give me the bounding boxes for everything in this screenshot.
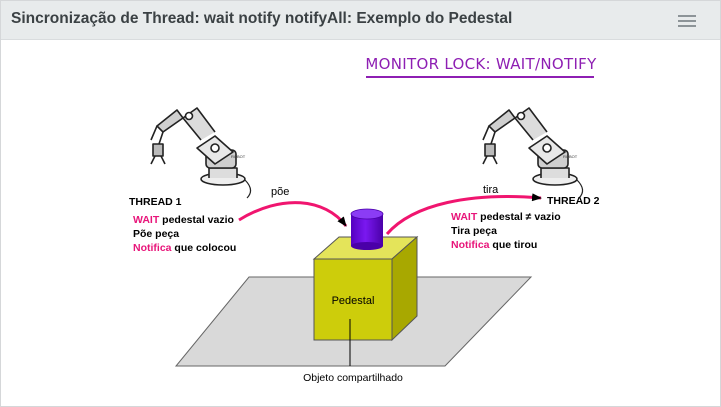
robot-label-right: ROBOT bbox=[563, 154, 578, 159]
thread2-line2: Tira peça bbox=[451, 225, 497, 237]
thread1-line1: WAIT pedestal vazio bbox=[133, 214, 234, 226]
pedestal-label: Pedestal bbox=[332, 295, 375, 307]
thread1-line3-text: que colocou bbox=[172, 242, 237, 254]
thread1-line1-text: pedestal vazio bbox=[159, 214, 234, 226]
pedestal-front-face bbox=[313, 258, 393, 341]
thread1-line3: Notifica que colocou bbox=[133, 242, 236, 254]
robot-label-left: ROBOT bbox=[231, 154, 246, 159]
page-title: Sincronização de Thread: wait notify not… bbox=[11, 10, 513, 27]
diagram-heading: MONITOR LOCK: WAIT/NOTIFY bbox=[365, 55, 597, 73]
hamburger-menu-icon[interactable] bbox=[678, 15, 696, 27]
put-arrow-label: põe bbox=[271, 186, 289, 198]
thread1-line2: Põe peça bbox=[133, 228, 179, 240]
cylinder-top bbox=[350, 208, 384, 220]
take-arrow-label: tira bbox=[483, 184, 499, 196]
thread2-line3-text: que tirou bbox=[490, 239, 538, 251]
thread2-line1-text: pedestal ≠ vazio bbox=[477, 211, 560, 223]
cylinder-bottom bbox=[351, 242, 383, 250]
thread2-notify-keyword: Notifica bbox=[451, 239, 490, 251]
thread2-name: THREAD 2 bbox=[547, 195, 600, 207]
thread2-line1: WAIT pedestal ≠ vazio bbox=[451, 211, 561, 223]
thread1-name: THREAD 1 bbox=[129, 196, 182, 208]
put-arrow bbox=[238, 201, 348, 227]
title-bar: Sincronização de Thread: wait notify not… bbox=[1, 1, 720, 40]
take-arrow bbox=[385, 193, 542, 235]
robot-icon-left: ROBOT bbox=[150, 107, 252, 199]
thread1-wait-keyword: WAIT bbox=[133, 214, 160, 226]
thread2-line3: Notifica que tirou bbox=[451, 239, 537, 251]
robot-icon-right: ROBOT bbox=[482, 107, 584, 199]
shared-object-label: Objeto compartilhado bbox=[303, 372, 403, 384]
thread2-wait-keyword: WAIT bbox=[451, 211, 478, 223]
monitor-lock-diagram: MONITOR LOCK: WAIT/NOTIFY Pedestal Objet… bbox=[129, 55, 600, 384]
thread1-notify-keyword: Notifica bbox=[133, 242, 172, 254]
